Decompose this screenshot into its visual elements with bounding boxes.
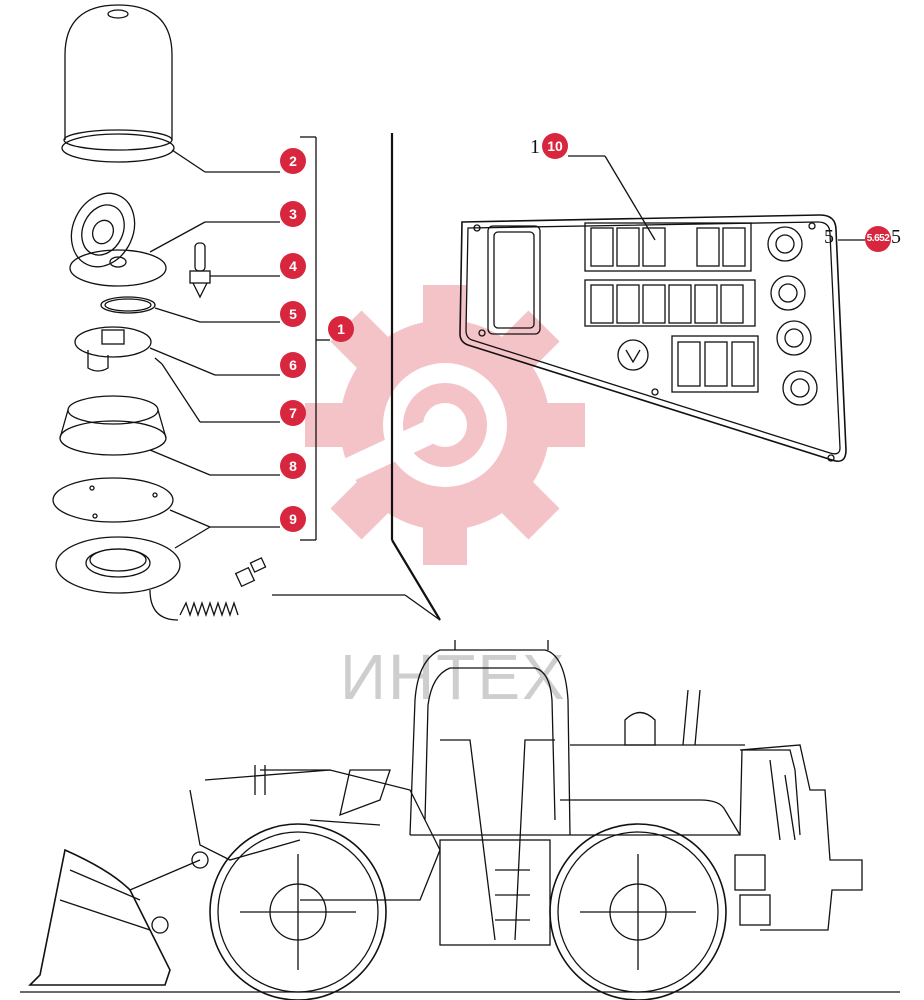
callout-5: 5	[280, 301, 306, 327]
rotating-base-part	[74, 326, 280, 376]
callout-5652: 5.652	[865, 226, 891, 252]
pointer-lines	[272, 133, 441, 621]
side-label-1: 1	[530, 136, 540, 158]
reflector-part	[69, 192, 280, 287]
side-label-5-right: 5	[891, 226, 901, 248]
callout-6: 6	[280, 352, 306, 378]
wheel-loader	[20, 640, 900, 1000]
watermark-text: ИНТЕХ	[340, 641, 567, 713]
callout-3: 3	[280, 201, 306, 227]
callout-10: 10	[542, 133, 568, 159]
assembly-bracket	[300, 136, 330, 541]
plate-part	[52, 477, 280, 621]
side-label-5-left: 5	[824, 226, 834, 248]
callout-2: 2	[280, 148, 306, 174]
callout-4: 4	[280, 253, 306, 279]
callout-8: 8	[280, 453, 306, 479]
callout-1: 1	[328, 316, 354, 342]
control-panel	[459, 155, 865, 463]
callout-9: 9	[280, 506, 306, 532]
screw-part	[154, 357, 280, 423]
callout-7: 7	[280, 400, 306, 426]
bulb-part	[189, 242, 280, 299]
collar-part	[59, 395, 280, 476]
o-ring-part	[100, 296, 280, 323]
dome-cover-part	[61, 4, 280, 173]
